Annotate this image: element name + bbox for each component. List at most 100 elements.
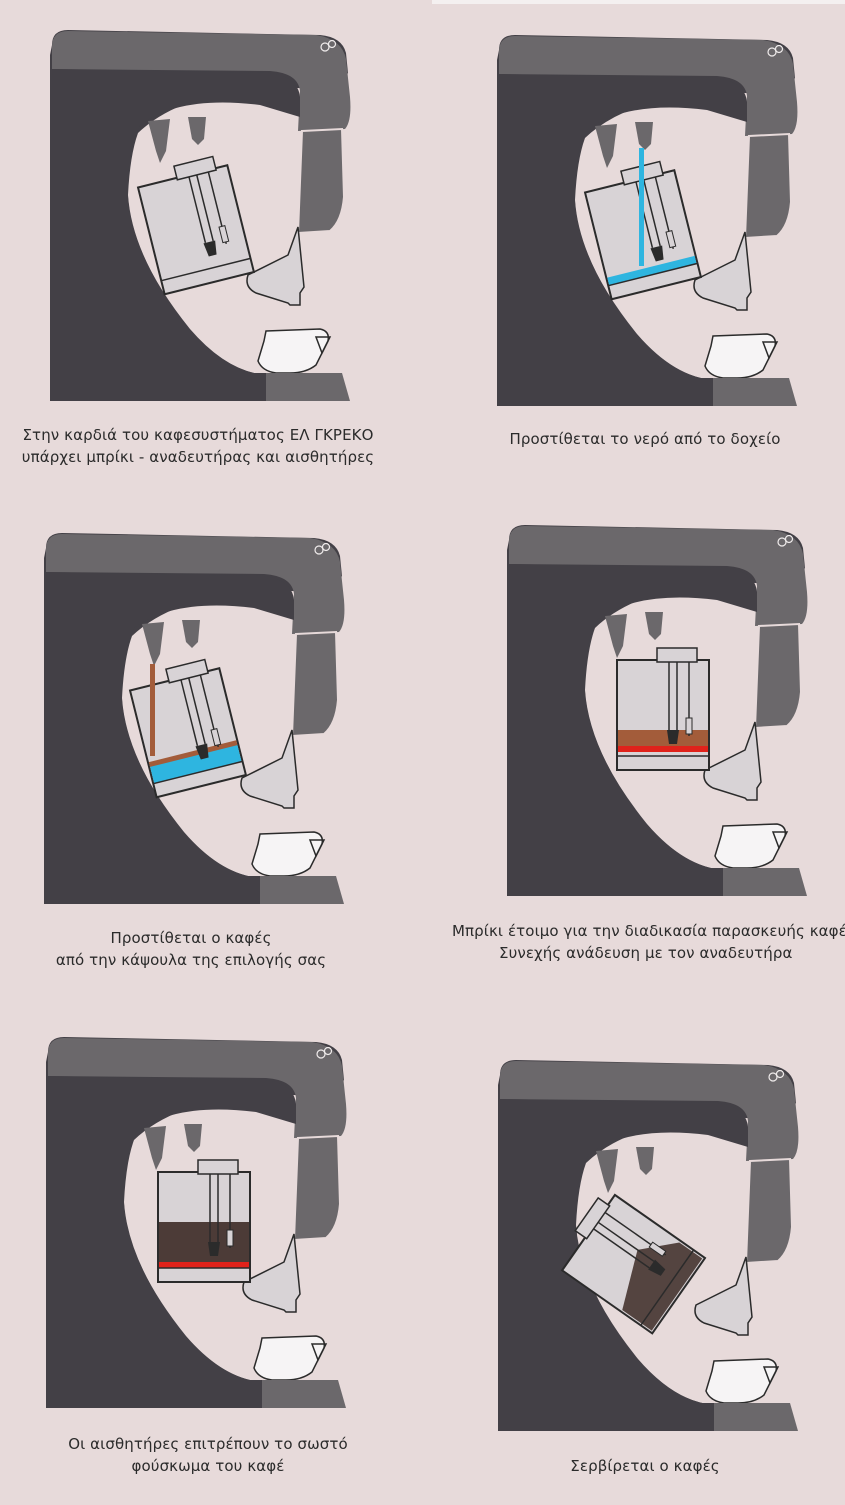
water-spout xyxy=(636,1147,654,1175)
sensor-tip xyxy=(210,728,222,747)
jug-body xyxy=(136,164,256,296)
stirrer-whisk xyxy=(203,240,217,257)
cup-handle xyxy=(314,336,332,355)
coffee-layer xyxy=(148,740,238,767)
stirrer-whisk xyxy=(650,245,664,262)
coffee-cup xyxy=(257,328,330,374)
cup-handle xyxy=(771,831,789,850)
machine-base xyxy=(507,868,723,896)
step-1-svg xyxy=(50,30,351,401)
capsule-spout xyxy=(596,1149,618,1193)
logo-icon xyxy=(320,42,330,52)
machine-arm xyxy=(46,534,345,634)
jug xyxy=(157,1159,251,1283)
machine-column xyxy=(743,132,793,240)
stirrer-rod-2 xyxy=(597,1221,655,1262)
capsule-spout xyxy=(142,622,164,666)
stirrer-rod-2 xyxy=(643,179,661,247)
drip-arm xyxy=(694,1256,753,1336)
machine-arm xyxy=(500,1061,799,1161)
step-2-svg xyxy=(497,35,798,406)
jug xyxy=(560,1193,707,1335)
machine xyxy=(44,533,345,904)
machine-arm xyxy=(509,526,808,626)
logo-icon xyxy=(768,1072,778,1082)
machine-column xyxy=(296,127,346,235)
top-strip xyxy=(432,0,845,4)
step-6-caption: Σερβίρεται ο καφές xyxy=(570,1457,720,1475)
coffee-cup xyxy=(253,1335,326,1381)
machine-frame xyxy=(498,1099,748,1407)
sensor-tip xyxy=(218,225,230,244)
stirrer-head xyxy=(165,658,210,684)
cup-handle xyxy=(310,1343,328,1362)
stirrer-rod xyxy=(188,176,207,244)
water-spout xyxy=(645,612,663,640)
logo-icon xyxy=(767,47,777,57)
jug-base-line xyxy=(608,262,698,287)
stirrer-whisk xyxy=(195,743,209,760)
step-4-svg xyxy=(507,525,808,896)
capsule-spout xyxy=(148,119,170,163)
machine-base xyxy=(44,876,260,904)
stirrer-rod-2 xyxy=(188,677,206,745)
water-level xyxy=(149,744,242,784)
logo-icon xyxy=(314,545,324,555)
coffee-cup xyxy=(714,823,787,869)
coffee-cup xyxy=(251,831,324,877)
logo-icon xyxy=(316,1049,326,1059)
drip-arm xyxy=(246,226,305,306)
foam-layer xyxy=(159,1222,249,1264)
coffee-cup xyxy=(704,333,777,379)
water-spout xyxy=(188,117,206,145)
logo-icon xyxy=(777,537,787,547)
machine xyxy=(497,35,798,406)
machine-frame xyxy=(46,1076,296,1384)
machine-frame xyxy=(507,564,757,872)
stirrer-rod xyxy=(635,181,654,249)
machine-base xyxy=(498,1403,714,1431)
cup-handle xyxy=(762,1366,780,1385)
stirrer-rod xyxy=(180,679,199,747)
step-2-caption: Προστίθεται το νερό από το δοχείο xyxy=(509,430,781,448)
machine-base xyxy=(50,373,266,401)
machine-frame xyxy=(44,572,294,880)
logo-icon-2 xyxy=(774,44,784,54)
step-4-caption: Μπρίκι έτοιμο για την διαδικασία παρασκε… xyxy=(452,922,845,962)
step-6-svg xyxy=(498,1060,799,1431)
step-3-svg xyxy=(44,533,345,904)
coffee-stream xyxy=(150,664,155,756)
machine-column xyxy=(290,630,340,738)
logo-icon-2 xyxy=(775,1069,785,1079)
machine-column xyxy=(744,1157,794,1265)
base-tray xyxy=(262,1380,346,1408)
stirrer-head xyxy=(173,155,218,181)
stirrer-rod xyxy=(593,1228,650,1269)
machine-base xyxy=(497,378,713,406)
sensor-tip xyxy=(226,1229,234,1247)
logo-icon-2 xyxy=(784,534,794,544)
water-stream xyxy=(639,148,644,266)
jug-base-line xyxy=(161,257,251,282)
logo-icon-2 xyxy=(321,542,331,552)
step-5-svg xyxy=(46,1037,347,1408)
capsule-spout xyxy=(144,1126,166,1170)
machine-arm xyxy=(48,1038,347,1138)
sensor-tip xyxy=(685,717,693,735)
water-level xyxy=(607,255,697,286)
machine xyxy=(507,525,808,896)
machine xyxy=(498,1060,799,1431)
stirrer-whisk xyxy=(667,730,679,744)
sensor-tip xyxy=(648,1241,667,1257)
drip-arm xyxy=(242,1233,301,1313)
step-1-caption: Στην καρδιά του καφεσυστήματος ΕΛ ΓΚΡΕΚΟ… xyxy=(21,426,375,466)
capsule-spout xyxy=(595,124,617,168)
machine-column xyxy=(753,622,803,730)
water-spout xyxy=(184,1124,202,1152)
capsule-spout xyxy=(605,614,627,658)
jug xyxy=(128,658,248,799)
machine-frame xyxy=(497,74,747,382)
base-tray xyxy=(266,373,350,401)
